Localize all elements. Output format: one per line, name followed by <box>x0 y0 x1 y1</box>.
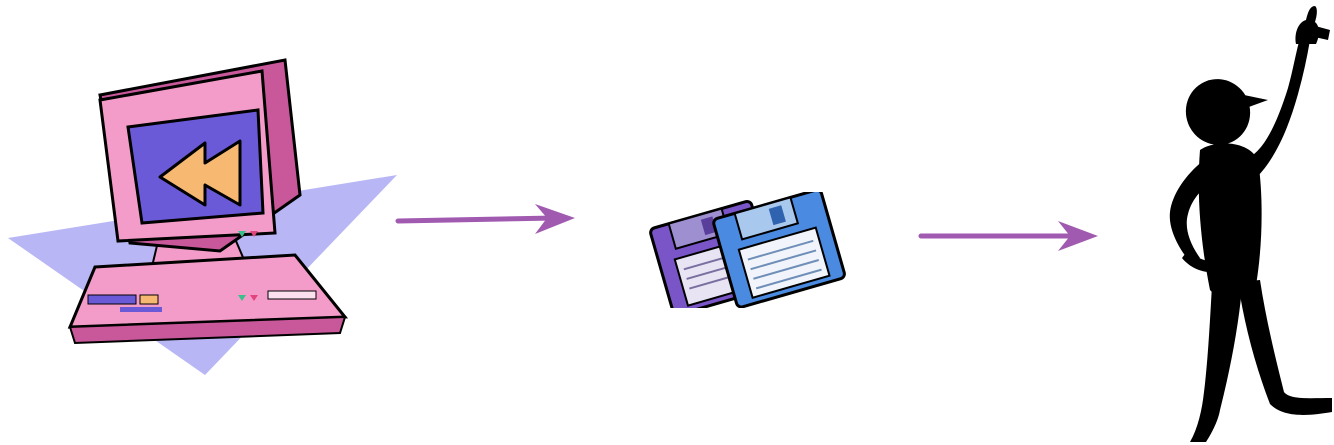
person-pointing-up-icon <box>1160 0 1334 445</box>
computer-rewind-icon <box>0 55 400 385</box>
arrow-right-icon <box>918 216 1108 256</box>
floppy-disks-icon <box>648 192 860 308</box>
arrow-right-icon <box>395 200 585 240</box>
